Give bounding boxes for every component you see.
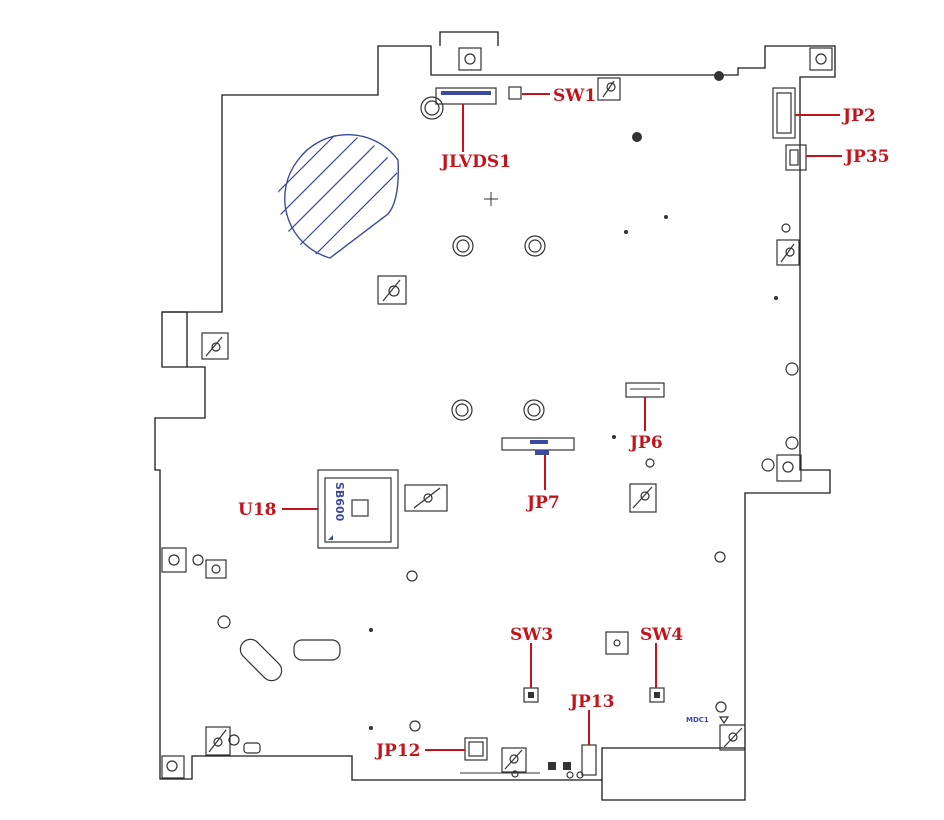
sw1-switch <box>508 86 522 100</box>
label-sw4: SW4 <box>640 625 683 645</box>
mounting-squares <box>161 47 833 779</box>
left-notch <box>162 311 188 367</box>
jp35-connector <box>785 144 807 171</box>
bottom-connector-block <box>601 747 745 780</box>
cutout-ovals <box>239 638 341 754</box>
jp13-connector <box>548 744 597 779</box>
label-sw1: SW1 <box>553 86 596 106</box>
label-jp2: JP2 <box>841 106 876 126</box>
center-crosshair <box>484 192 498 206</box>
label-jp35: JP35 <box>843 147 889 167</box>
label-jlvds1: JLVDS1 <box>439 152 511 172</box>
jp7-connector <box>501 437 575 455</box>
mounting-holes <box>192 71 799 746</box>
board-outline <box>154 45 836 801</box>
label-u18: U18 <box>238 500 276 520</box>
jp12-connector <box>460 737 540 778</box>
mdc-marking: MDC1 <box>686 716 709 724</box>
sw3-switch <box>523 687 539 703</box>
label-jp7: JP7 <box>525 493 560 513</box>
u18-chip: SB600 <box>317 469 399 549</box>
component-labels: JLVDS1 SW1 JP2 JP35 JP6 JP7 U18 SW3 SW4 … <box>238 86 889 761</box>
jp2-connector <box>772 87 796 139</box>
label-jp13: JP13 <box>568 692 614 712</box>
label-sw3: SW3 <box>510 625 553 645</box>
cpu-fan <box>278 133 402 259</box>
top-tab <box>439 31 499 46</box>
sw4-switch <box>649 687 665 703</box>
label-jp12: JP12 <box>374 741 420 761</box>
mdc-marker <box>718 716 730 725</box>
via-dots <box>369 215 778 730</box>
u18-chip-marking: SB600 <box>333 482 346 522</box>
jp6-connector <box>625 382 665 398</box>
jlvds1-connector <box>435 87 497 105</box>
callout-leaders <box>282 93 842 751</box>
label-jp6: JP6 <box>628 433 663 453</box>
